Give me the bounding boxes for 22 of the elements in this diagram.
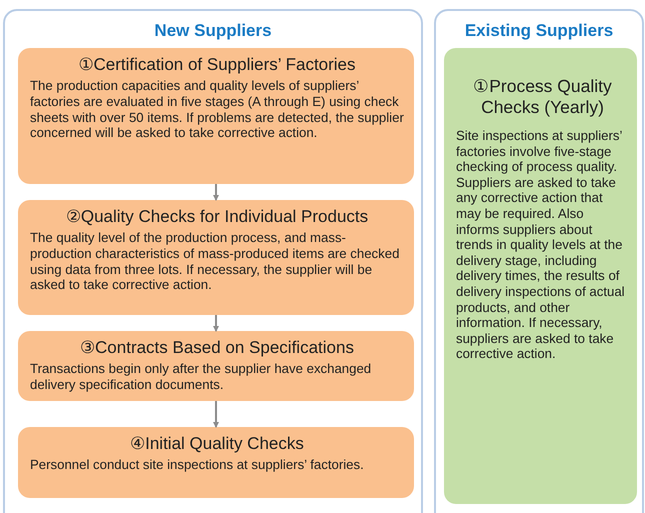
arrow bbox=[213, 315, 219, 332]
step-box bbox=[18, 48, 414, 184]
step-heading: ④Initial Quality Checks bbox=[129, 434, 305, 454]
panel-title: New Suppliers bbox=[153, 21, 273, 41]
step-description: Site inspections at suppliers’ factories involve five-stage checking of process quality. Suppliers are asked to take any corrective action that may be required. Also informs suppliers about trends in quality levels at the delivery stage, including delivery times, the results of delivery inspections of actual products, and other information. If necessary, suppliers are asked to take corrective action. bbox=[456, 128, 626, 362]
arrow bbox=[213, 184, 219, 201]
step-box bbox=[18, 331, 414, 401]
panel-title: Existing Suppliers bbox=[464, 21, 614, 41]
step-box bbox=[18, 427, 414, 498]
step-heading: ③Contracts Based on Specifications bbox=[79, 338, 355, 358]
step-description: Transactions begin only after the supplier have exchanged delivery specification documents. bbox=[30, 361, 372, 393]
step-description: The quality level of the production process, and mass-production characteristics of mass-produced items are checked using data from three lots. If necessary, the supplier will be asked to take corrective action. bbox=[30, 230, 400, 293]
step-heading: ①Certification of Suppliers’ Factories bbox=[77, 55, 357, 76]
step-description: The production capacities and quality levels of suppliers’ factories are evaluated in five stages (A through E) using check sheets with over 50 items. If problems are detected, the supplier concerned will be asked to take corrective action. bbox=[30, 78, 404, 141]
step-box bbox=[444, 48, 637, 504]
step-box bbox=[18, 200, 414, 315]
panel bbox=[434, 9, 644, 513]
step-heading: ②Quality Checks for Individual Products bbox=[64, 207, 370, 228]
panel bbox=[3, 9, 423, 513]
step-description: Personnel conduct site inspections at suppliers’ factories. bbox=[30, 457, 365, 473]
step-heading: ①Process Quality Checks (Yearly) bbox=[472, 76, 613, 118]
arrow bbox=[213, 401, 219, 428]
